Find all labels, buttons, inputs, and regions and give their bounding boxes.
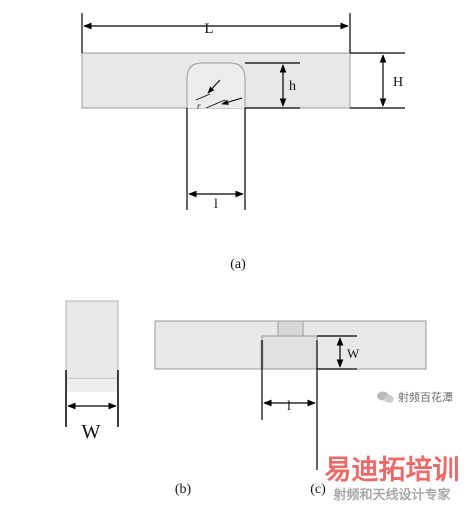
dim-W-side-label: W bbox=[82, 421, 101, 443]
view-a: L H h r l (a) bbox=[81, 13, 405, 272]
watermark-channel: 射频百花潭 bbox=[398, 390, 453, 404]
caption-c: (c) bbox=[310, 482, 326, 497]
dim-l-top-label: l bbox=[214, 197, 218, 212]
view-b: W (b) bbox=[65, 300, 192, 497]
dim-l-front-label: l bbox=[287, 399, 291, 414]
watermark-brand: 易迪拓培训 bbox=[325, 455, 460, 486]
caption-b: (b) bbox=[175, 482, 192, 497]
block-b-lower bbox=[66, 379, 118, 392]
dim-H-label: H bbox=[393, 75, 403, 90]
stub-top-c bbox=[277, 320, 304, 337]
dim-L-label: L bbox=[204, 21, 213, 37]
stub-front-c bbox=[261, 335, 318, 370]
stub-a bbox=[186, 62, 246, 108]
wechat-icon bbox=[377, 391, 394, 403]
dim-W-front-label: W bbox=[347, 346, 360, 361]
block-b-upper bbox=[65, 300, 119, 380]
caption-a: (a) bbox=[230, 257, 246, 272]
radius-label: r bbox=[197, 101, 201, 111]
radius-arrow bbox=[207, 79, 221, 94]
watermark-tagline: 射频和天线设计专家 bbox=[332, 487, 451, 503]
view-c: W l (c) bbox=[154, 320, 427, 497]
dim-h-label: h bbox=[289, 79, 296, 94]
watermark: 射频百花潭 易迪拓培训 射频和天线设计专家 bbox=[325, 390, 460, 503]
